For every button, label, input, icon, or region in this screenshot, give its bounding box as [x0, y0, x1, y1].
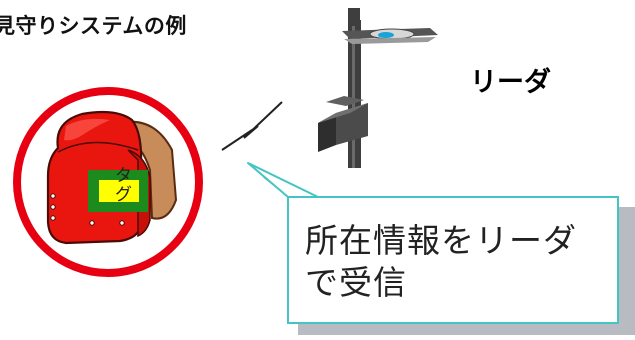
reader-device: [318, 8, 438, 168]
page-title: 見守りシステムの例: [0, 14, 187, 38]
callout-box: 所在情報をリーダ で受信: [287, 196, 619, 324]
wireless-signal-icon: [221, 101, 283, 151]
tag-label-char-1: タ: [115, 166, 132, 186]
reader-arm: [348, 8, 360, 26]
callout-pointer: [247, 162, 319, 198]
reader-box: [318, 96, 368, 152]
tag-icon: [88, 170, 148, 212]
tag-inner: [99, 180, 139, 202]
callout-text: 所在情報をリーダ で受信: [305, 221, 577, 302]
reader-label: リーダ: [470, 67, 551, 98]
tag-label-char-2: グ: [115, 185, 132, 205]
